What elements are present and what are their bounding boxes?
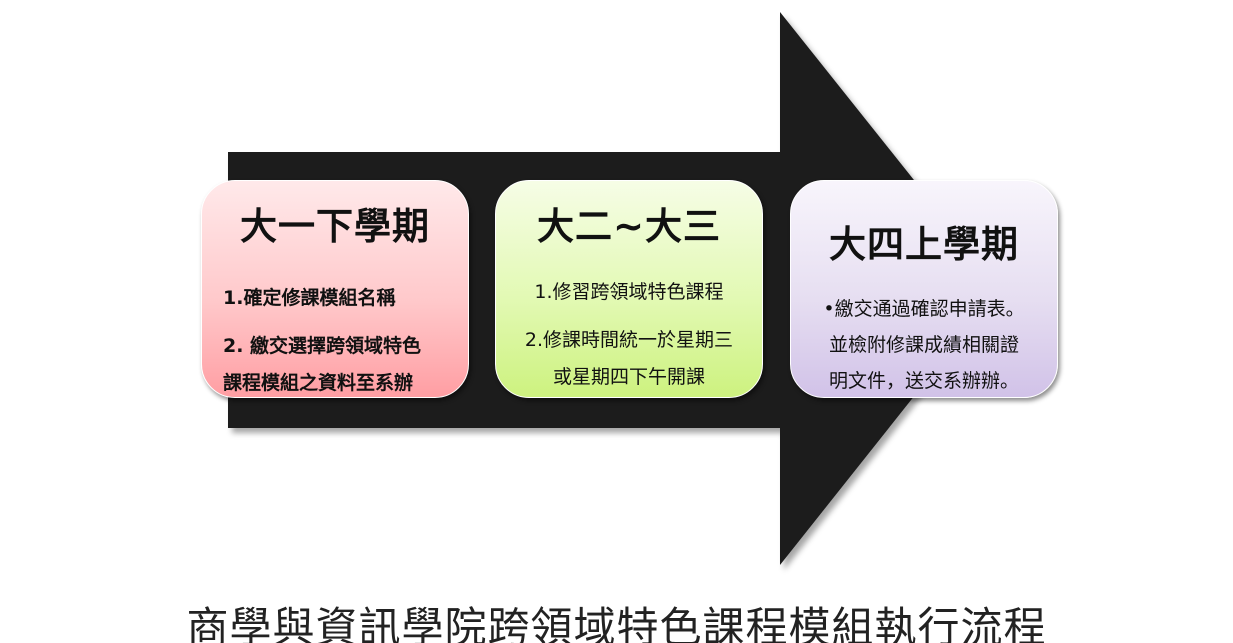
stage-line: 1.確定修課模組名稱 bbox=[223, 287, 396, 309]
stage-line: 1.修習跨領域特色課程 bbox=[534, 281, 724, 303]
stage-line: 明文件，送交系辦辦。 bbox=[828, 370, 1019, 392]
diagram-caption: 商學與資訊學院跨領域特色課程模組執行流程 bbox=[186, 603, 1047, 643]
stage-title: 大一下學期 bbox=[240, 205, 430, 248]
stage-box-senior-first-semester: 大四上學期 •繳交通過確認申請表。 並檢附修課成績相關證 明文件，送交系辦辦。 bbox=[790, 180, 1058, 398]
stage-line: 課程模組之資料至系辦 bbox=[223, 372, 414, 394]
stage-title: 大二~大三 bbox=[536, 205, 721, 248]
stage-box-freshman-second-semester: 大一下學期 1.確定修課模組名稱 2. 繳交選擇跨領域特色 課程模組之資料至系辦 bbox=[201, 180, 469, 398]
stage-line: •繳交通過確認申請表。 bbox=[823, 298, 1025, 320]
stage-line: 並檢附修課成績相關證 bbox=[828, 334, 1019, 356]
stage-line: 2.修課時間統一於星期三 bbox=[524, 329, 734, 351]
stage-line: 2. 繳交選擇跨領域特色 bbox=[223, 335, 422, 357]
stage-line: 或星期四下午開課 bbox=[552, 366, 705, 388]
stage-box-sophomore-junior: 大二~大三 1.修習跨領域特色課程 2.修課時間統一於星期三 或星期四下午開課 bbox=[495, 180, 763, 398]
stage-title: 大四上學期 bbox=[829, 223, 1019, 266]
